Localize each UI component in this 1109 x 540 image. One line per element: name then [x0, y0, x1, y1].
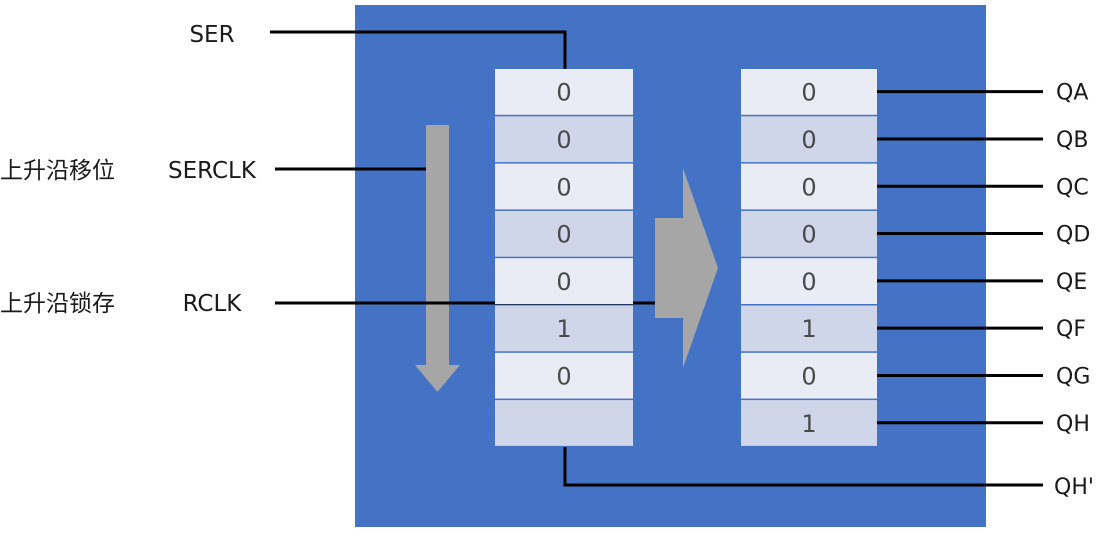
output-label-qe: QE	[1056, 270, 1087, 295]
shift-register-cell	[495, 210, 633, 257]
output-label-qc: QC	[1056, 175, 1089, 200]
storage-register-cell	[741, 69, 877, 115]
storage-register-cell-value: 0	[801, 126, 816, 154]
shift-note: 上升沿移位	[0, 158, 115, 184]
shift-register-cell-value: 0	[556, 221, 571, 249]
storage-register-cell	[741, 258, 877, 304]
storage-register-cell	[741, 400, 877, 446]
output-label-qb: QB	[1056, 128, 1088, 153]
latch-transfer-arrow	[655, 168, 718, 368]
shift-register-cell-value: 0	[556, 268, 571, 296]
shift-register-cell-value: 1	[556, 315, 571, 343]
storage-register-cell-value: 1	[801, 315, 816, 343]
shift-register-cell-value: 0	[556, 173, 571, 201]
shift-register-cell-value: 0	[556, 79, 571, 107]
rclk-label: RCLK	[183, 291, 243, 317]
shift-register-cell	[495, 116, 633, 163]
storage-register-cell-value: 0	[801, 362, 816, 390]
output-label-qg: QG	[1056, 364, 1090, 389]
storage-register-cell-value: 1	[801, 410, 816, 438]
storage-register: 0 0 0 0 0 1 0 1	[741, 69, 877, 446]
storage-register-cell	[741, 210, 877, 257]
shift-register-cell	[495, 69, 633, 115]
storage-register-cell-value: 0	[801, 268, 816, 296]
qh-prime-wire	[563, 447, 1043, 487]
output-label-qf: QF	[1056, 317, 1086, 342]
shift-register-cell-value: 0	[556, 362, 571, 390]
latch-note: 上升沿锁存	[0, 291, 115, 317]
shift-register-cell	[495, 258, 633, 304]
shift-register-cell	[495, 305, 633, 352]
ser-label: SER	[189, 22, 234, 48]
output-label-qa: QA	[1056, 81, 1088, 106]
storage-register-cell	[741, 305, 877, 352]
storage-register-cell-value: 0	[801, 221, 816, 249]
shift-register-cell	[495, 400, 633, 446]
storage-register-cell	[741, 163, 877, 210]
serclk-label: SERCLK	[168, 158, 257, 184]
storage-register-cell	[741, 116, 877, 163]
qh-prime-label: QH'	[1054, 475, 1094, 500]
output-label-qd: QD	[1056, 223, 1090, 248]
ser-wire	[270, 30, 567, 70]
storage-register-cell-value: 0	[801, 173, 816, 201]
shift-register-cell	[495, 352, 633, 399]
shift-register-cell	[495, 163, 633, 210]
output-label-qh: QH	[1056, 412, 1090, 437]
shift-register-cell-value: 0	[556, 126, 571, 154]
storage-register-cell-value: 0	[801, 79, 816, 107]
output-lines: QA QB QC QD QE QF QG QH	[877, 81, 1090, 437]
shift-register: 0 0 0 0 0 1 0	[495, 69, 633, 446]
shift-direction-arrow	[415, 125, 460, 392]
storage-register-cell	[741, 352, 877, 399]
